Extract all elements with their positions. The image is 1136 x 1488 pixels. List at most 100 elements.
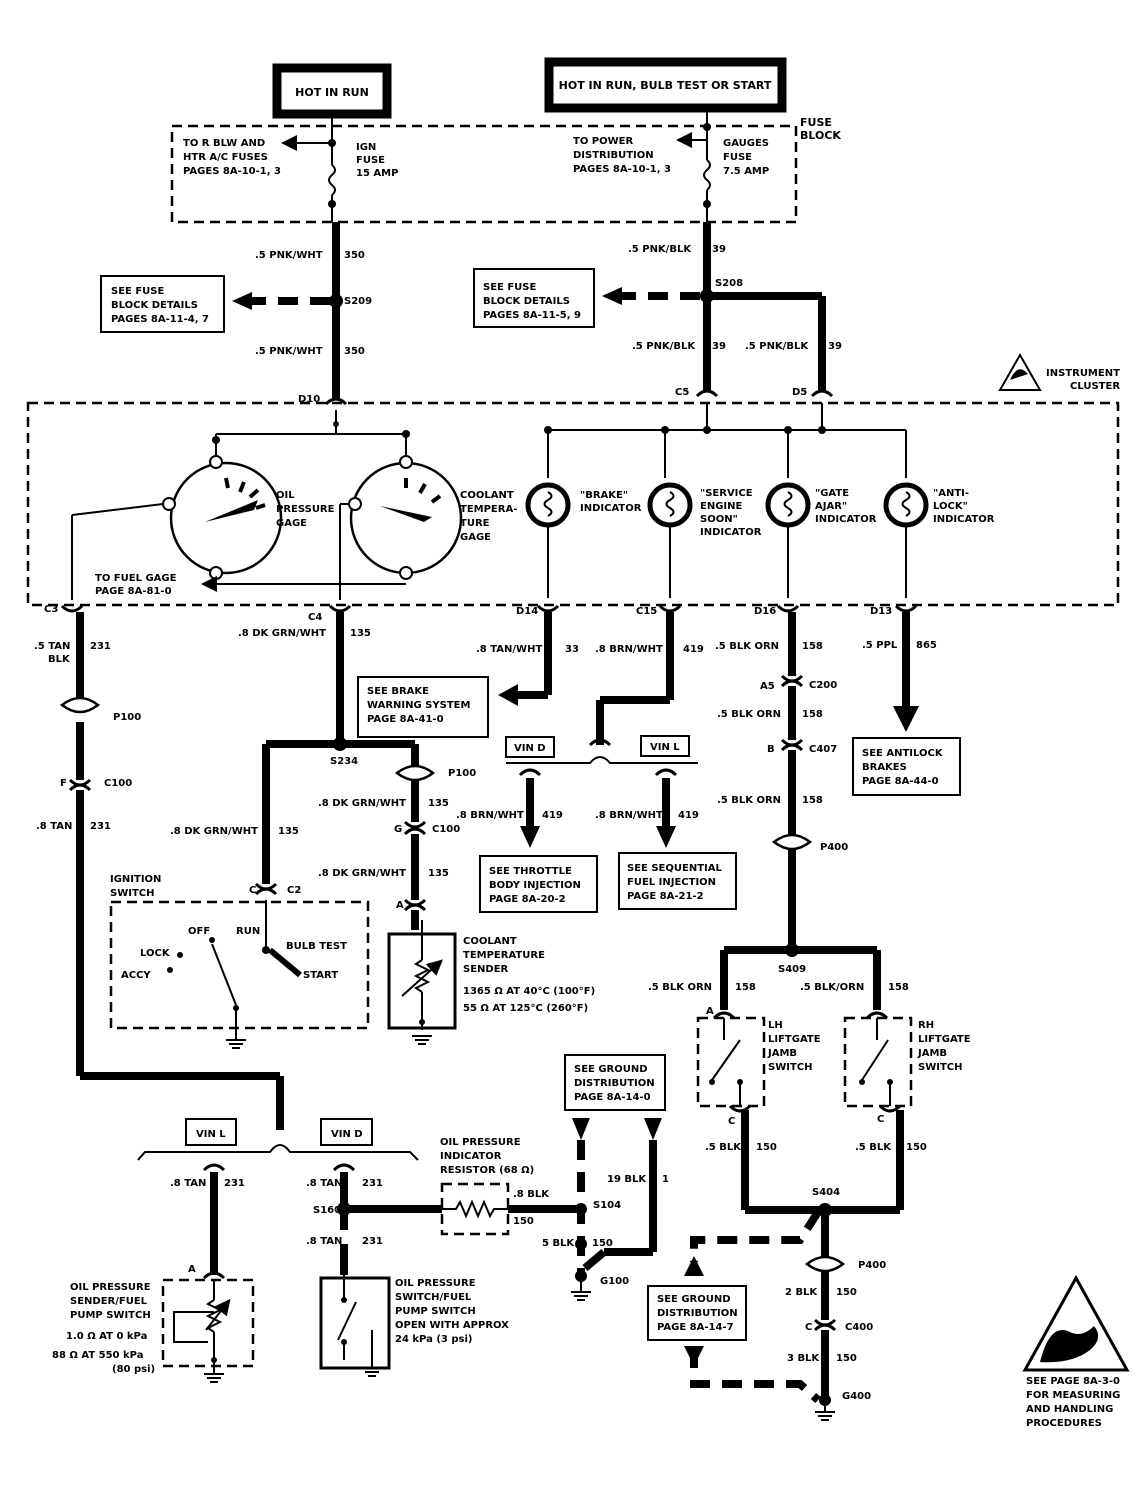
lh-3: JAMB bbox=[767, 1048, 797, 1059]
gauges-fuse-1: GAUGES bbox=[723, 138, 769, 149]
c231-d: 231 bbox=[362, 1178, 383, 1189]
sender-spec-1: 1365 Ω AT 40°C (100°F) bbox=[463, 986, 595, 997]
vin-d-bottom: VIN D bbox=[331, 1129, 363, 1140]
sender-title-3: SENDER bbox=[463, 964, 509, 975]
hot-in-run-label: HOT IN RUN bbox=[295, 86, 369, 99]
w39-c: .5 PNK/BLK bbox=[745, 341, 809, 352]
sender-title-2: TEMPERATURE bbox=[463, 950, 545, 961]
c350-b: 350 bbox=[344, 346, 365, 357]
see-sequential-box bbox=[618, 852, 737, 910]
fuse-right-3: PAGES 8A-11-5, 9 bbox=[483, 310, 581, 321]
cluster-label-2: CLUSTER bbox=[1070, 381, 1120, 392]
w135-b: .8 DK GRN/WHT bbox=[318, 798, 406, 809]
a-label-1: A bbox=[396, 900, 404, 911]
throttle-3: PAGE 8A-20-2 bbox=[489, 894, 566, 905]
to-blw-2: HTR A/C FUSES bbox=[183, 152, 268, 163]
w158-b: .5 BLK ORN bbox=[717, 709, 781, 720]
w158-c: .5 BLK ORN bbox=[717, 795, 781, 806]
antilock-1: SEE ANTILOCK bbox=[862, 748, 944, 759]
c150-e: 150 bbox=[513, 1216, 534, 1227]
p100-b: P100 bbox=[448, 768, 476, 779]
brake-ind-1: "BRAKE" bbox=[580, 490, 628, 501]
c865-label: 865 bbox=[916, 640, 937, 651]
ground1-3: PAGE 8A-14-0 bbox=[574, 1092, 651, 1103]
w419-b: .8 BRN/WHT bbox=[456, 810, 524, 821]
c231-e: 231 bbox=[362, 1236, 383, 1247]
c39-c: 39 bbox=[828, 341, 842, 352]
sender-spec-2: 55 Ω AT 125°C (260°F) bbox=[463, 1003, 588, 1014]
gate-ajar-indicator: "GATE AJAR" INDICATOR bbox=[765, 482, 877, 598]
ground-g100: SEE GROUND DISTRIBUTION PAGE 8A-14-0 19 … bbox=[542, 1054, 669, 1301]
lh-4: SWITCH bbox=[768, 1062, 812, 1073]
ign-start: START bbox=[303, 970, 338, 981]
ground2-2: DISTRIBUTION bbox=[657, 1308, 738, 1319]
d14-label: D14 bbox=[516, 606, 538, 617]
lh-1: LH bbox=[768, 1020, 783, 1031]
esd-3: AND HANDLING bbox=[1026, 1404, 1113, 1415]
oil-gage-3: GAGE bbox=[276, 518, 307, 529]
fuse-right-2: BLOCK DETAILS bbox=[483, 296, 570, 307]
ign-run: RUN bbox=[236, 926, 260, 937]
sender-title-1: COOLANT bbox=[463, 936, 517, 947]
ground1-2: DISTRIBUTION bbox=[574, 1078, 655, 1089]
oil-sender-3: PUMP SWITCH bbox=[70, 1310, 151, 1321]
esd-1: SEE PAGE 8A-3-0 bbox=[1026, 1376, 1120, 1387]
resistor-1: OIL PRESSURE bbox=[440, 1137, 521, 1148]
ign-fuse-1: IGN bbox=[356, 142, 376, 153]
w150-d: 3 BLK bbox=[787, 1353, 820, 1364]
c3-label: C3 bbox=[44, 604, 58, 615]
throttle-2: BODY INJECTION bbox=[489, 880, 581, 891]
a-label-sender: A bbox=[188, 1264, 196, 1275]
w158-d: .5 BLK ORN bbox=[648, 982, 712, 993]
rh-1: RH bbox=[918, 1020, 934, 1031]
w150d-label: 5 BLK bbox=[542, 1238, 575, 1249]
oil-switch-2: SWITCH/FUEL bbox=[395, 1292, 472, 1303]
d13-label: D13 bbox=[870, 606, 892, 617]
w231b-c: .8 TAN bbox=[170, 1178, 206, 1189]
w33-label: .8 TAN/WHT bbox=[476, 644, 542, 655]
w865-label: .5 PPL bbox=[862, 640, 898, 651]
sequential-2: FUEL INJECTION bbox=[627, 877, 716, 888]
antilock-ind-2: LOCK" bbox=[933, 501, 968, 512]
ignition-switch: IGNITION SWITCH LOCK OFF RUN ACCY BULB T… bbox=[109, 874, 370, 1049]
w1-label: 19 BLK bbox=[607, 1174, 647, 1185]
antilock-2: BRAKES bbox=[862, 762, 907, 773]
ses-ind-2: ENGINE bbox=[700, 501, 742, 512]
hot-in-run-start-box: HOT IN RUN, BULB TEST OR START bbox=[544, 57, 787, 113]
c419-b: 419 bbox=[542, 810, 563, 821]
c-label-rh: C bbox=[877, 1114, 884, 1125]
s409-label: S409 bbox=[778, 964, 806, 975]
w150-b: .5 BLK bbox=[855, 1142, 892, 1153]
rh-liftgate-jamb-switch: RH LIFTGATE JAMB SWITCH C bbox=[843, 1011, 971, 1125]
g100-label: G100 bbox=[600, 1276, 629, 1287]
w419-c: .8 BRN/WHT bbox=[595, 810, 663, 821]
oil-pressure-gage: OIL PRESSURE GAGE bbox=[162, 455, 335, 580]
ground2-1: SEE GROUND bbox=[657, 1294, 731, 1305]
brake-warn-2: WARNING SYSTEM bbox=[367, 700, 470, 711]
c350-a: 350 bbox=[344, 250, 365, 261]
w158-a: .5 BLK ORN bbox=[715, 641, 779, 652]
fuse-left-1: SEE FUSE bbox=[111, 286, 164, 297]
c158-b: 158 bbox=[802, 709, 823, 720]
to-power-3: PAGES 8A-10-1, 3 bbox=[573, 164, 671, 175]
c419-c: 419 bbox=[678, 810, 699, 821]
c33-label: 33 bbox=[565, 644, 579, 655]
ign-accy: ACCY bbox=[121, 970, 151, 981]
c15-label: C15 bbox=[636, 606, 657, 617]
coolant-temperature-gage: COOLANT TEMPERA- TURE GAGE bbox=[348, 455, 517, 580]
c150-c: 150 bbox=[836, 1287, 857, 1298]
oil-pressure-sender-fuel-pump-switch: A OIL PRESSURE SENDER/FUEL PUMP SWITCH 1… bbox=[52, 1264, 255, 1383]
oil-sender-spec2: 88 Ω AT 550 kPa bbox=[52, 1350, 143, 1361]
c400-label: C400 bbox=[845, 1322, 873, 1333]
fuse-right-1: SEE FUSE bbox=[483, 282, 536, 293]
b-label: B bbox=[767, 744, 775, 755]
fuse-left-2: BLOCK DETAILS bbox=[111, 300, 198, 311]
oil-switch-3: PUMP SWITCH bbox=[395, 1306, 476, 1317]
a-label-lh: A bbox=[706, 1006, 714, 1017]
c150-a: 150 bbox=[756, 1142, 777, 1153]
ign-off: OFF bbox=[188, 926, 210, 937]
brake-warn-1: SEE BRAKE bbox=[367, 686, 429, 697]
instrument-cluster-box bbox=[26, 401, 1120, 607]
c419-a: 419 bbox=[683, 644, 704, 655]
